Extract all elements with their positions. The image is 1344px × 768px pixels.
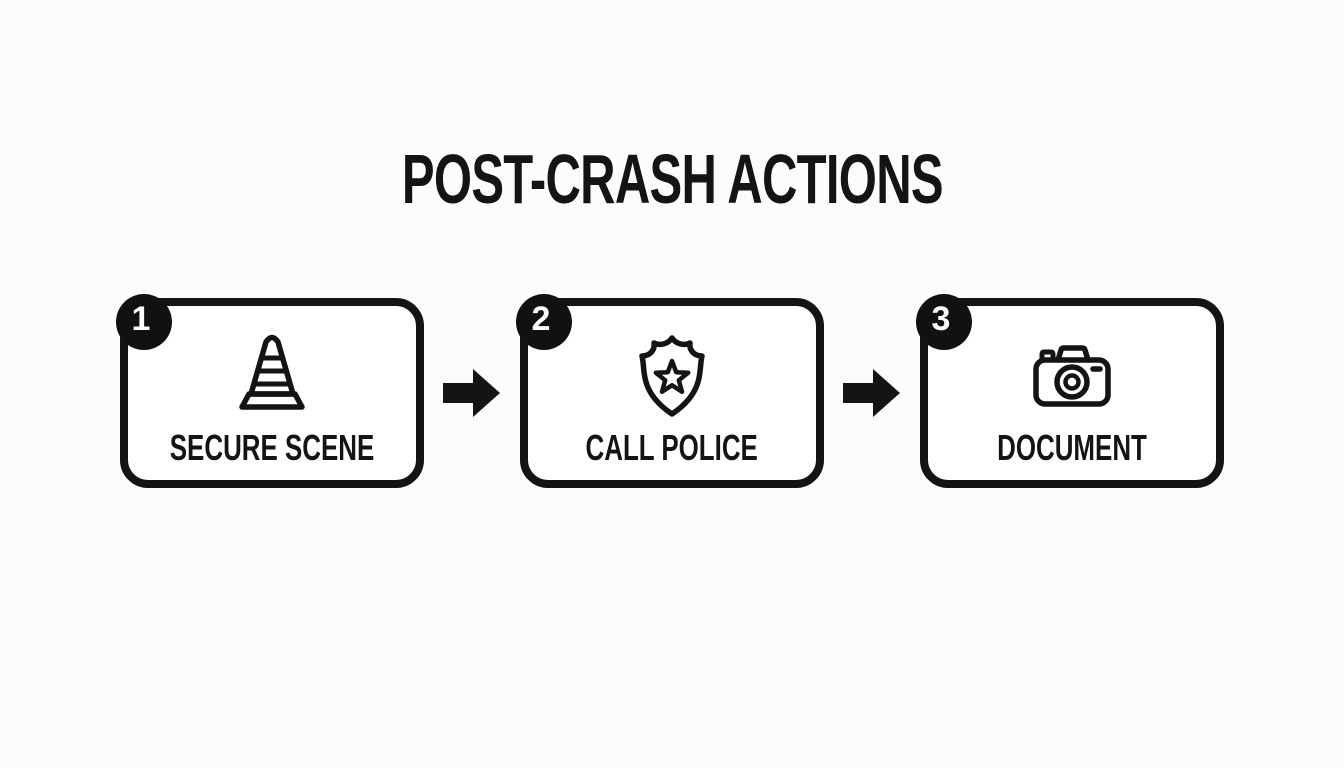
step-number-badge: 3 xyxy=(916,294,972,350)
step-card-secure-scene: 1 SECURE SCENE xyxy=(116,294,424,488)
right-arrow-icon xyxy=(824,366,920,420)
step-label: DOCUMENT xyxy=(997,427,1147,468)
flow-row: 1 SECURE SCENE 2 xyxy=(0,294,1344,488)
right-arrow-icon xyxy=(424,366,520,420)
step-number: 2 xyxy=(531,299,551,338)
traffic-cone-icon xyxy=(224,324,320,428)
step-label: SECURE SCENE xyxy=(169,427,375,468)
camera-icon xyxy=(1024,324,1120,428)
step-card-document: 3 DOCUMENT xyxy=(916,294,1224,488)
step-number: 3 xyxy=(931,299,951,338)
page-title: POST-CRASH ACTIONS xyxy=(0,0,1344,214)
step-label: CALL POLICE xyxy=(585,427,759,468)
step-number-badge: 2 xyxy=(516,294,572,350)
page-title-text: POST-CRASH ACTIONS xyxy=(401,140,944,218)
step-card-call-police: 2 CALL POLICE xyxy=(516,294,824,488)
step-number-badge: 1 xyxy=(116,294,172,350)
police-badge-icon xyxy=(624,324,720,428)
step-number: 1 xyxy=(131,299,151,338)
